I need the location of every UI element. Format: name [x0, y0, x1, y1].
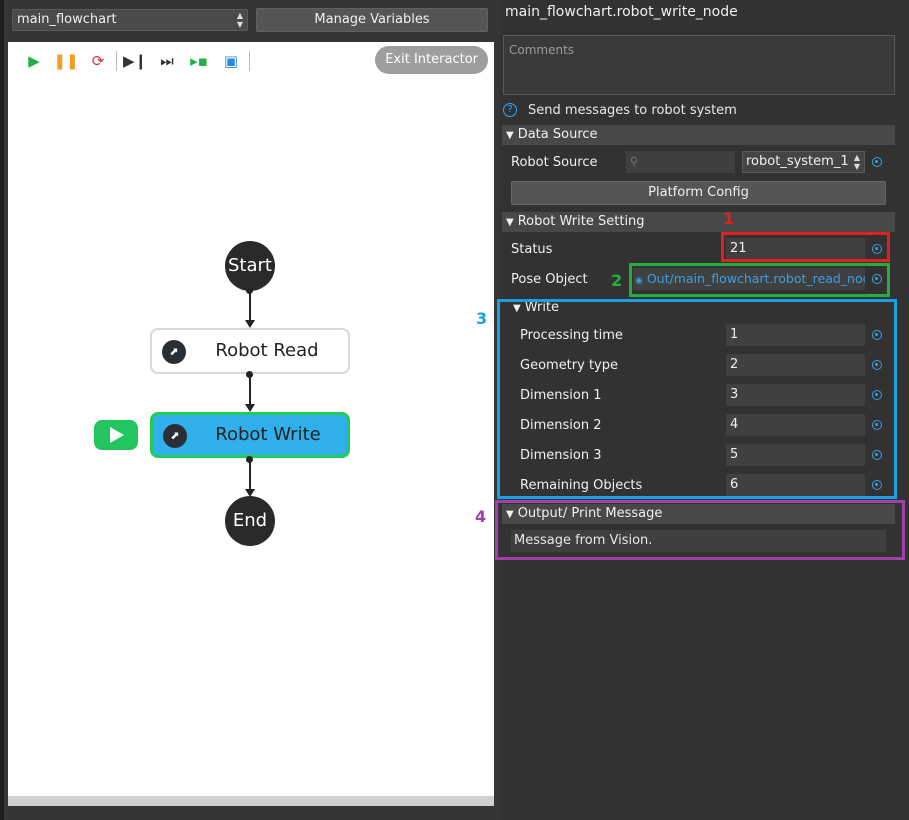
dimension-2-field[interactable]: 4	[726, 414, 865, 436]
collapse-triangle-icon: ▼	[506, 217, 514, 228]
robot-source-label: Robot Source	[511, 155, 598, 170]
flowchart-select-value: main_flowchart	[17, 12, 117, 27]
radio-icon[interactable]	[872, 360, 882, 370]
data-source-header: Data Source	[517, 127, 598, 142]
platform-config-button[interactable]: Platform Config	[511, 181, 886, 205]
pose-object-label: Pose Object	[511, 272, 588, 287]
pin-icon: ⚲	[630, 155, 639, 168]
annotation-box-2	[629, 263, 890, 297]
connector-dot	[246, 456, 253, 463]
remaining-objects-field[interactable]: 6	[726, 474, 865, 496]
comments-field[interactable]: Comments	[503, 35, 895, 95]
node-type-icon: ⬈	[163, 424, 187, 448]
status-label: Status	[511, 242, 553, 257]
pose-object-field[interactable]: ◉ Out/main_flowchart.robot_read_node.	[633, 268, 865, 290]
radio-icon[interactable]	[872, 480, 882, 490]
robot-read-label: Robot Read	[215, 340, 319, 361]
annotation-box-1	[721, 232, 890, 262]
robot-source-select[interactable]: robot_system_1 ▲▼	[742, 151, 865, 173]
flowchart-canvas[interactable]: ▶ ❚❚ ⟳ ▶❙ ⏭ ▸▪ ▣ Exit Interactor Start ⬈…	[8, 42, 494, 806]
start-node[interactable]: Start	[225, 241, 275, 291]
radio-icon[interactable]	[872, 390, 882, 400]
dimension-3-label: Dimension 3	[520, 448, 602, 463]
processing-time-label: Processing time	[520, 328, 623, 343]
play-icon[interactable]: ▶	[28, 52, 40, 70]
manage-variables-button[interactable]: Manage Variables	[256, 8, 488, 32]
step-into-icon[interactable]: ▸▪	[190, 52, 208, 70]
updown-arrows-icon: ▲▼	[236, 11, 243, 29]
horizontal-scrollbar[interactable]	[8, 796, 494, 806]
flowchart-select[interactable]: main_flowchart ▲▼	[12, 9, 248, 31]
print-message-field[interactable]: Message from Vision.	[511, 530, 886, 552]
arrow-down-icon	[245, 320, 255, 328]
connector-dot	[246, 371, 253, 378]
pose-object-value: Out/main_flowchart.robot_read_node.	[646, 271, 865, 286]
annotation-number-1: 1	[723, 209, 735, 228]
robot-source-value: robot_system_1	[746, 154, 849, 169]
help-text: Send messages to robot system	[528, 102, 737, 118]
write-group-header[interactable]: ▼Write	[513, 300, 559, 315]
help-icon[interactable]: ?	[503, 103, 517, 117]
pause-icon[interactable]: ❚❚	[53, 52, 79, 70]
annotation-number-3: 3	[476, 309, 488, 328]
fast-forward-icon[interactable]: ⏭	[160, 52, 174, 70]
arrow-down-icon	[245, 489, 255, 497]
robot-write-setting-section[interactable]: ▼Robot Write Setting	[502, 212, 895, 232]
processing-time-field[interactable]: 1	[726, 324, 865, 346]
output-header: Output/ Print Message	[517, 506, 663, 521]
node-type-icon: ⬈	[162, 340, 186, 364]
dimension-3-field[interactable]: 5	[726, 444, 865, 466]
annotation-number-4: 4	[475, 507, 487, 526]
left-edge	[0, 0, 4, 820]
current-node-play-icon	[94, 420, 138, 450]
connector-line	[249, 291, 251, 322]
radio-icon[interactable]	[872, 274, 882, 284]
flowchart-panel: main_flowchart ▲▼ Manage Variables ▶ ❚❚ …	[0, 0, 494, 820]
dimension-2-label: Dimension 2	[520, 418, 602, 433]
radio-icon[interactable]	[872, 450, 882, 460]
help-row: ? Send messages to robot system	[503, 101, 737, 119]
link-radio-icon: ◉	[635, 276, 643, 286]
robot-read-node[interactable]: ⬈ Robot Read	[150, 328, 350, 374]
collapse-triangle-icon: ▼	[513, 303, 521, 314]
radio-icon[interactable]	[872, 157, 882, 167]
robot-write-node[interactable]: ⬈ Robot Write	[150, 412, 350, 458]
geometry-type-field[interactable]: 2	[726, 354, 865, 376]
data-source-section[interactable]: ▼Data Source	[502, 125, 895, 145]
remaining-objects-label: Remaining Objects	[520, 478, 643, 493]
annotation-box-3	[497, 299, 897, 499]
step-icon[interactable]: ▶❙	[122, 52, 148, 70]
connector-dot	[246, 287, 253, 294]
reset-icon[interactable]: ⟳	[91, 52, 105, 70]
exit-interactor-button[interactable]: Exit Interactor	[375, 46, 488, 74]
radio-icon[interactable]	[872, 420, 882, 430]
robot-write-label: Robot Write	[215, 424, 321, 445]
geometry-type-label: Geometry type	[520, 358, 618, 373]
node-title: main_flowchart.robot_write_node	[505, 4, 738, 20]
properties-panel: main_flowchart.robot_write_node Comments…	[500, 0, 909, 820]
connector-line	[249, 375, 251, 406]
annotation-number-2: 2	[611, 271, 623, 290]
pin-field[interactable]: ⚲	[626, 151, 735, 173]
radio-icon[interactable]	[872, 244, 882, 254]
output-section[interactable]: ▼Output/ Print Message	[502, 504, 895, 524]
robot-write-setting-header: Robot Write Setting	[517, 214, 645, 229]
dimension-1-field[interactable]: 3	[726, 384, 865, 406]
collapse-triangle-icon: ▼	[506, 130, 514, 141]
robot-icon[interactable]: ▣	[223, 52, 239, 70]
updown-arrows-icon: ▲▼	[853, 153, 860, 171]
arrow-down-icon	[245, 404, 255, 412]
annotation-box-4	[495, 500, 905, 560]
toolbar-divider	[249, 51, 250, 71]
dimension-1-label: Dimension 1	[520, 388, 602, 403]
run-toolbar: ▶ ❚❚ ⟳ ▶❙ ⏭ ▸▪ ▣	[18, 50, 252, 72]
connector-line	[249, 460, 251, 491]
radio-icon[interactable]	[872, 330, 882, 340]
end-node[interactable]: End	[225, 496, 275, 546]
write-header-label: Write	[524, 300, 560, 315]
status-field[interactable]: 21	[726, 238, 865, 260]
toolbar-divider	[116, 51, 117, 71]
collapse-triangle-icon: ▼	[506, 509, 514, 520]
